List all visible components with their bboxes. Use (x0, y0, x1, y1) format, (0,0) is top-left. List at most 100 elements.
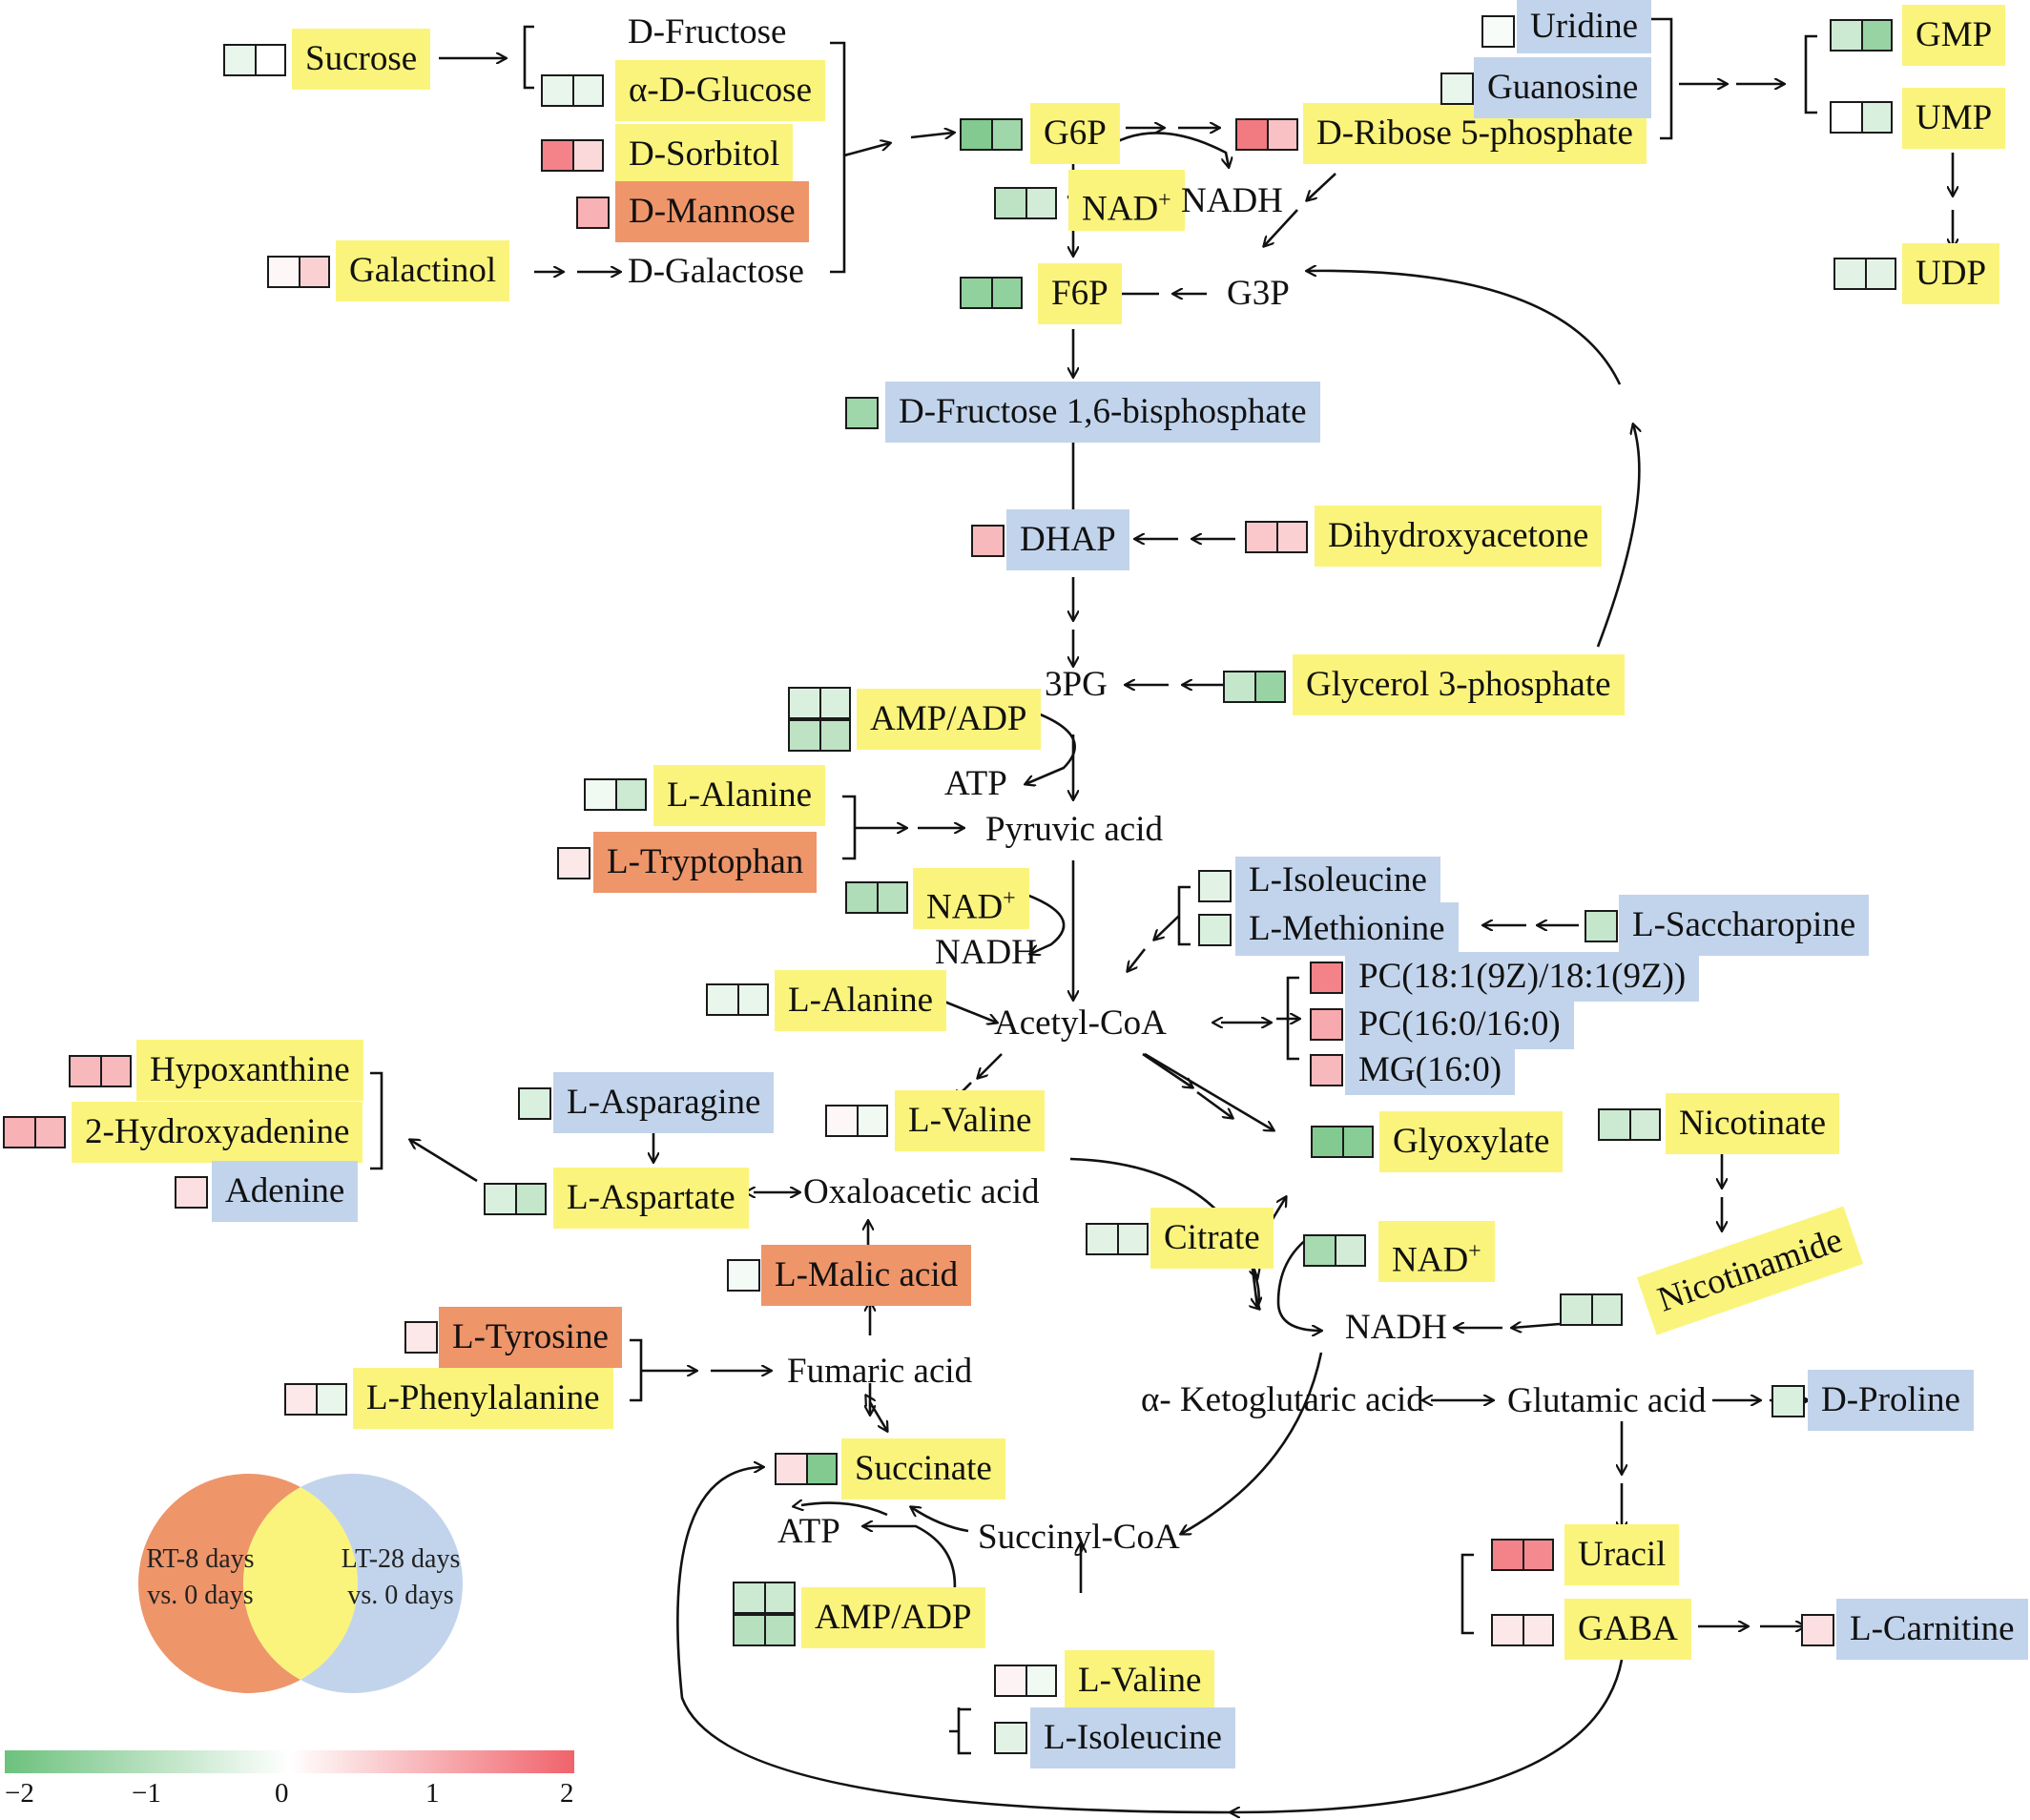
heat-l-aspartate (484, 1183, 547, 1215)
node-fbp: D-Fructose 1,6-bisphosphate (885, 382, 1320, 443)
node-a-ketoglutaric-acid: α- Ketoglutaric acid (1141, 1380, 1424, 1419)
heat-d-sorbitol (541, 139, 604, 172)
heat-hypoxanthine-cell-1 (71, 1057, 100, 1086)
node-succinate: Succinate (841, 1438, 1005, 1499)
heat-galactinol (267, 256, 330, 288)
node-citrate: Citrate (1150, 1208, 1274, 1269)
heat-l-carnitine (1801, 1614, 1834, 1646)
heat-f6p-cell-2 (991, 279, 1021, 307)
heat-dihydroxyacetone-cell-2 (1276, 523, 1306, 551)
heat-gaba (1491, 1614, 1554, 1646)
node-pc-16: PC(16:0/16:0) (1345, 1000, 1574, 1049)
heat-l-alanine-1-cell-1 (586, 780, 615, 809)
heat-l-carnitine-cell-1 (1803, 1616, 1833, 1644)
node-atp-2: ATP (777, 1512, 840, 1551)
heat-citrate-cell-2 (1117, 1225, 1147, 1253)
node-l-phenylalanine: L-Phenylalanine (353, 1368, 613, 1429)
heat-fbp (845, 397, 879, 429)
heat-d-ribose-5p (1235, 118, 1298, 151)
scale-tick-0: 0 (275, 1778, 289, 1809)
heat-l-alanine-2-cell-1 (708, 985, 737, 1014)
heat-pc-18-cell-1 (1312, 963, 1341, 992)
node-glutamic-acid: Glutamic acid (1507, 1381, 1707, 1420)
heat-nicotinate (1598, 1108, 1661, 1141)
node-glycerol-3p: Glycerol 3-phosphate (1293, 654, 1625, 715)
scale-tick-2: 2 (560, 1778, 574, 1809)
heat-amp-adp-1-top (788, 687, 851, 719)
node-l-valine-2: L-Valine (1065, 1650, 1215, 1711)
node-ump: UMP (1902, 88, 2006, 149)
node-uracil: Uracil (1564, 1524, 1680, 1585)
heat-gmp-cell-1 (1832, 21, 1861, 50)
heat-galactinol-cell-1 (269, 258, 299, 286)
node-l-tryptophan: L-Tryptophan (593, 832, 818, 893)
heat-l-alanine-2-cell-2 (737, 985, 767, 1014)
node-a-d-glucose: α-D-Glucose (615, 60, 825, 121)
heat-nad-low (1303, 1234, 1366, 1267)
node-l-asparagine: L-Asparagine (553, 1072, 775, 1133)
heat-nad-mid-cell-1 (847, 883, 877, 912)
node-oxaloacetic-acid: Oxaloacetic acid (803, 1172, 1040, 1211)
heat-l-valine-2-cell-1 (996, 1666, 1025, 1695)
heat-gmp-cell-2 (1861, 21, 1891, 50)
heat-glyoxylate-cell-2 (1342, 1127, 1372, 1156)
scale-tick-min1: −1 (132, 1778, 161, 1809)
node-d-ribose-5p: D-Ribose 5-phosphate (1303, 103, 1647, 164)
heat-adenine (175, 1176, 208, 1209)
heat-l-asparagine-cell-1 (520, 1089, 549, 1118)
heat-pc-16-cell-1 (1312, 1010, 1341, 1039)
node-f6p: F6P (1038, 263, 1122, 324)
heat-mg-16-cell-1 (1312, 1056, 1341, 1085)
node-sucrose: Sucrose (292, 29, 431, 90)
color-scale-bar (5, 1750, 574, 1773)
node-amp-adp-1: AMP/ADP (857, 689, 1041, 750)
node-2-hydroxyadenine: 2-Hydroxyadenine (72, 1102, 363, 1163)
heat-f6p-cell-1 (962, 279, 991, 307)
heat-guanosine (1440, 72, 1474, 105)
heat-citrate (1086, 1223, 1149, 1255)
node-guanosine: Guanosine (1474, 57, 1652, 118)
heat-l-tryptophan (557, 847, 590, 879)
node-d-fructose: D-Fructose (628, 12, 787, 52)
heat-ump-cell-1 (1832, 103, 1861, 132)
heat-l-valine-1 (825, 1105, 888, 1137)
node-adenine: Adenine (212, 1161, 359, 1222)
heat-l-methionine (1198, 914, 1232, 946)
node-udp: UDP (1902, 243, 2000, 304)
heat-g6p (960, 118, 1023, 151)
node-l-alanine-1: L-Alanine (653, 765, 826, 826)
node-l-carnitine: L-Carnitine (1836, 1599, 2028, 1660)
heat-l-phenylalanine (284, 1383, 347, 1416)
heat-nicotinate-cell-1 (1600, 1110, 1629, 1139)
node-l-isoleucine-2: L-Isoleucine (1030, 1707, 1235, 1768)
heat-glyoxylate-cell-1 (1313, 1127, 1342, 1156)
heat-nad-mid (845, 881, 908, 914)
heat-pc-16 (1310, 1008, 1343, 1041)
node-hypoxanthine: Hypoxanthine (136, 1040, 363, 1101)
heat-l-isoleucine-1-cell-1 (1200, 872, 1230, 900)
heat-amp-adp-2-top (733, 1582, 796, 1614)
heat-d-ribose-5p-cell-1 (1237, 120, 1267, 149)
node-pc-18: PC(18:1(9Z)/18:1(9Z)) (1345, 952, 1700, 1002)
node-l-isoleucine-1: L-Isoleucine (1235, 857, 1440, 904)
heat-nicotinamide-cell-1 (1562, 1295, 1591, 1324)
heat-d-ribose-5p-cell-2 (1267, 120, 1296, 149)
heat-gaba-cell-2 (1522, 1616, 1552, 1644)
node-atp-1: ATP (944, 764, 1007, 803)
node-nad-low: NAD+ (1378, 1221, 1495, 1282)
heat-amp-adp-1-top-cell-2 (819, 689, 849, 717)
heat-hypoxanthine (69, 1055, 132, 1087)
heat-l-saccharopine-cell-1 (1586, 912, 1616, 941)
heat-l-saccharopine (1585, 910, 1618, 942)
heat-dhap (971, 525, 1005, 557)
heat-amp-adp-2-bottom-cell-1 (735, 1616, 764, 1644)
heat-l-malic-acid (727, 1259, 760, 1292)
heat-succinate (775, 1453, 838, 1485)
heat-glycerol-3p-cell-1 (1225, 672, 1254, 701)
heat-d-mannose-cell-1 (578, 198, 608, 227)
heat-pc-18 (1310, 962, 1343, 994)
heat-l-alanine-1-cell-2 (615, 780, 645, 809)
heat-a-d-glucose-cell-2 (572, 76, 602, 105)
heat-l-valine-1-cell-2 (857, 1106, 886, 1135)
